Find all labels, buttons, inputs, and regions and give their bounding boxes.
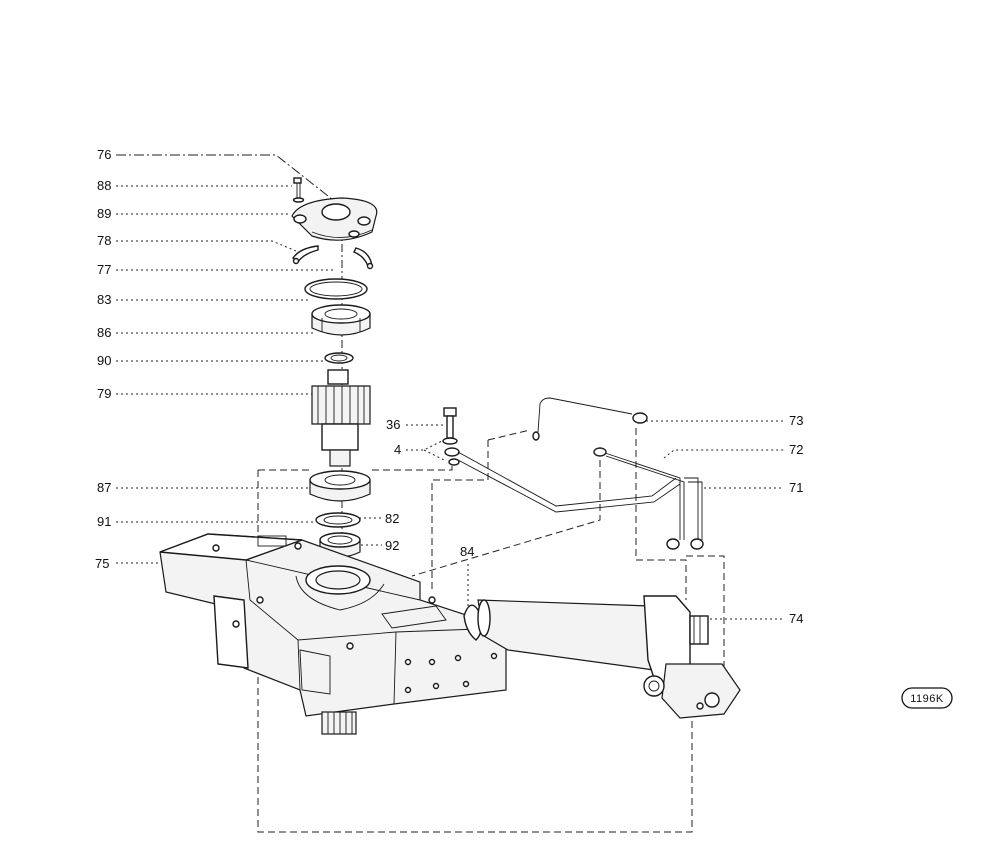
callout-86: 86 bbox=[97, 325, 111, 340]
pinion-shaft-79-icon bbox=[311, 369, 371, 467]
axle-tube-74-icon bbox=[477, 595, 741, 719]
housing-75-icon bbox=[159, 533, 507, 735]
figure-code-text: 1196K bbox=[910, 693, 944, 705]
callout-82: 82 bbox=[385, 511, 399, 526]
pipe-main-icon bbox=[457, 451, 681, 513]
callout-72: 72 bbox=[789, 442, 803, 457]
callout-71: 71 bbox=[789, 480, 803, 495]
callout-77: 77 bbox=[97, 262, 111, 277]
callout-labels: 76 88 89 78 77 83 86 90 79 36 4 87 91 82… bbox=[95, 147, 803, 626]
circlip-78-icon bbox=[292, 245, 374, 270]
callout-79: 79 bbox=[97, 386, 111, 401]
washer-4-icon bbox=[444, 447, 460, 466]
ring-90-icon bbox=[324, 352, 354, 364]
callout-74: 74 bbox=[789, 611, 803, 626]
cover-flange-76-icon bbox=[291, 197, 378, 241]
bolt-36-icon bbox=[442, 407, 458, 445]
callout-92: 92 bbox=[385, 538, 399, 553]
callout-75: 75 bbox=[95, 556, 109, 571]
seal-82-icon bbox=[315, 512, 361, 528]
callout-36: 36 bbox=[386, 417, 400, 432]
bearing-86-icon bbox=[311, 304, 371, 336]
callout-78: 78 bbox=[97, 233, 111, 248]
callout-89: 89 bbox=[97, 206, 111, 221]
gasket-83-icon bbox=[304, 278, 368, 300]
pipe-72-icon bbox=[593, 447, 685, 550]
bearing-87-icon bbox=[309, 470, 371, 502]
callout-90: 90 bbox=[97, 353, 111, 368]
callout-83: 83 bbox=[97, 292, 111, 307]
callout-73: 73 bbox=[789, 413, 803, 428]
callout-76: 76 bbox=[97, 147, 111, 162]
figure-code-badge: 1196K bbox=[901, 687, 953, 709]
bolt-88-icon bbox=[292, 177, 305, 203]
callout-87: 87 bbox=[97, 480, 111, 495]
pipe-71-icon bbox=[684, 477, 704, 550]
callout-91: 91 bbox=[97, 514, 111, 529]
callout-88: 88 bbox=[97, 178, 111, 193]
callout-84: 84 bbox=[460, 544, 474, 559]
pipe-73-icon bbox=[532, 397, 648, 441]
callout-4: 4 bbox=[394, 442, 401, 457]
